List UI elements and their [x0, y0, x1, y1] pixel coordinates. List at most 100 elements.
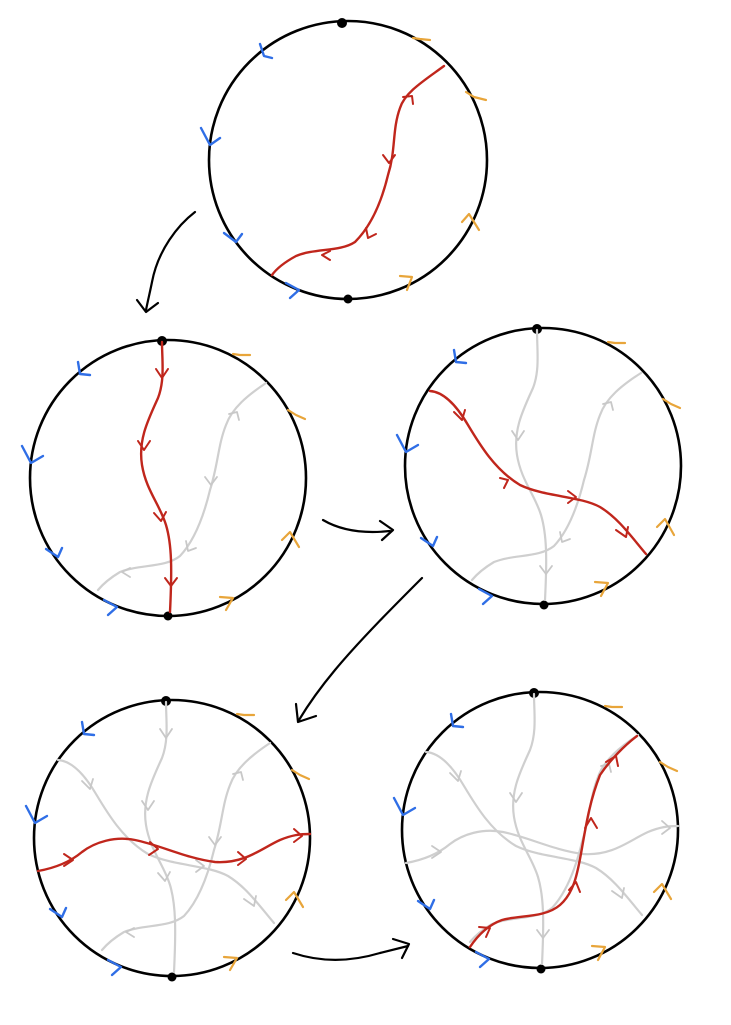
left-boundary-arrow: [258, 42, 274, 60]
left-boundary-arrow: [452, 348, 468, 365]
left-boundary-arrow: [48, 906, 68, 919]
path-arrowhead: [605, 755, 619, 767]
previous-path: [96, 381, 268, 592]
path-arrowhead: [478, 926, 491, 938]
left-boundary-arrow: [416, 898, 436, 911]
left-boundary-arrow: [20, 444, 45, 465]
previous-path: [144, 700, 177, 974]
right-boundary-arrow: [652, 882, 673, 901]
left-boundary-arrow: [222, 231, 244, 244]
right-boundary-arrow: [464, 90, 488, 102]
right-boundary-arrow: [460, 212, 481, 232]
path-arrowhead: [237, 851, 247, 866]
path-arrowhead: [509, 792, 523, 803]
disk-circle: [207, 19, 489, 301]
path-arrowhead: [121, 567, 131, 578]
right-boundary-arrow: [218, 595, 235, 612]
right-boundary-arrow: [606, 340, 627, 345]
path-arrowhead: [148, 841, 159, 856]
left-boundary-arrow: [284, 281, 301, 300]
path-arrowhead: [584, 817, 598, 829]
previous-path: [424, 750, 644, 917]
path-arrowhead: [153, 511, 167, 522]
path-arrowhead: [615, 526, 629, 538]
disk-circle: [403, 326, 683, 606]
previous-path: [56, 758, 276, 925]
path-arrowhead: [232, 771, 244, 781]
previous-path: [470, 371, 643, 582]
disk-circle: [32, 698, 312, 978]
arrow-connector-icon: [294, 576, 424, 724]
left-boundary-arrow: [477, 587, 494, 606]
current-path: [36, 832, 312, 873]
path-arrowhead: [567, 490, 577, 504]
path-arrowhead: [559, 531, 571, 543]
current-path: [139, 340, 173, 614]
right-boundary-arrow: [398, 274, 414, 292]
previous-path: [100, 741, 272, 952]
arrow-connector-icon: [135, 210, 197, 314]
right-boundary-arrow: [284, 890, 305, 909]
left-boundary-arrow: [102, 598, 119, 617]
path-arrowhead: [365, 227, 377, 239]
path-arrowhead: [243, 895, 257, 907]
path-arrowhead: [293, 828, 303, 843]
disk-circle: [400, 690, 680, 970]
path-arrowhead: [204, 476, 218, 486]
path-arrowhead: [499, 477, 509, 489]
path-arrowhead: [185, 540, 197, 552]
panel-4: [24, 696, 312, 982]
path-arrowhead: [137, 440, 151, 451]
previous-path: [515, 328, 548, 602]
path-arrowhead: [431, 845, 442, 859]
current-path: [428, 389, 648, 556]
path-arrowhead: [228, 411, 240, 421]
path-arrowhead: [321, 250, 331, 261]
panel-1: [199, 18, 489, 304]
path-arrowhead: [159, 728, 173, 739]
right-boundary-arrow: [280, 530, 301, 549]
current-path: [468, 734, 639, 949]
previous-path: [468, 733, 640, 944]
path-arrowhead: [125, 927, 135, 938]
current-path: [270, 64, 446, 277]
path-arrowhead: [402, 95, 414, 105]
path-arrowhead: [195, 859, 205, 873]
right-boundary-arrow: [661, 397, 682, 410]
left-boundary-arrow: [474, 950, 491, 969]
left-boundary-arrow: [24, 804, 49, 825]
path-arrowhead: [453, 409, 466, 421]
path-arrowhead: [157, 871, 171, 882]
right-boundary-arrow: [222, 955, 239, 972]
previous-path: [404, 824, 680, 865]
panel-5: [392, 688, 680, 974]
panel-2: [20, 336, 308, 621]
path-arrowhead: [81, 778, 94, 790]
right-boundary-arrow: [593, 580, 610, 598]
path-arrowhead: [141, 800, 155, 811]
left-boundary-arrow: [76, 360, 92, 377]
bottom-marked-point: [163, 611, 173, 621]
disk-circle: [28, 338, 308, 618]
path-arrowhead: [511, 430, 525, 441]
left-boundary-arrow: [44, 546, 64, 559]
top-marked-point: [337, 18, 347, 28]
left-boundary-arrow: [395, 433, 420, 454]
path-arrowhead: [164, 577, 178, 587]
bottom-marked-point: [167, 972, 177, 982]
left-boundary-arrow: [199, 126, 222, 147]
right-boundary-arrow: [235, 712, 256, 717]
panel-3: [395, 324, 683, 610]
left-boundary-arrow: [392, 796, 417, 817]
right-boundary-arrow: [231, 352, 252, 357]
bottom-marked-point: [536, 964, 546, 974]
path-arrowhead: [661, 820, 671, 835]
path-arrowhead: [539, 565, 553, 575]
bottom-marked-point: [539, 600, 549, 610]
path-arrowhead: [611, 887, 625, 899]
arrow-connector-icon: [321, 518, 395, 542]
path-arrowhead: [449, 770, 462, 782]
left-boundary-arrow: [80, 720, 96, 737]
left-boundary-arrow: [419, 535, 439, 548]
